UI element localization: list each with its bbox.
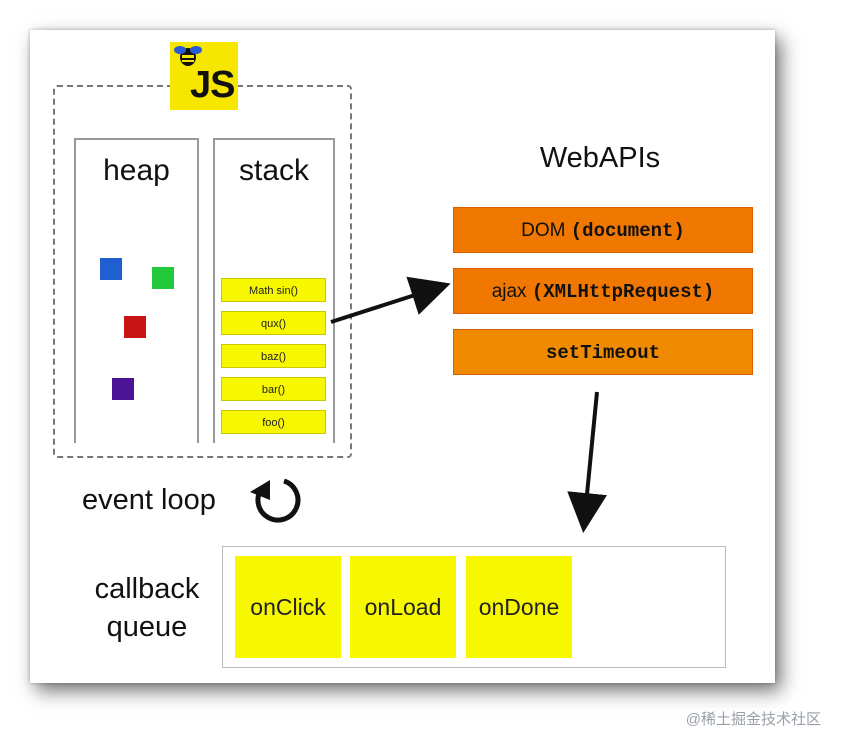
heap-object-red — [124, 316, 146, 338]
js-logo-text: JS — [190, 64, 235, 106]
callback-queue-label-line2: queue — [106, 611, 188, 643]
stack-frame: qux() — [221, 311, 326, 335]
stack-frame: foo() — [221, 410, 326, 434]
webapis-title: WebAPIs — [539, 142, 661, 174]
webapi-dom: DOM (document) — [453, 207, 753, 253]
stack-frame: Math sin() — [221, 278, 326, 302]
webapi-ajax-mono: (XMLHttpRequest) — [531, 281, 715, 303]
watermark: @稀土掘金技术社区 — [685, 711, 821, 728]
loop-icon — [250, 478, 301, 523]
heap-title: heap — [103, 154, 170, 187]
webapi-dom-label: DOM — [521, 220, 566, 241]
stack-frame: bar() — [221, 377, 326, 401]
webapi-ajax-label: ajax — [491, 281, 527, 302]
bee-icon — [174, 46, 202, 66]
stack-frame: baz() — [221, 344, 326, 368]
event-loop-label: event loop — [82, 484, 216, 516]
heap-object-blue — [100, 258, 122, 280]
heap-object-green — [152, 267, 174, 289]
js-logo: JS — [170, 42, 238, 110]
callback-queue-label-line1: callback — [94, 573, 200, 605]
callback-queue-label: callback queue — [82, 570, 212, 646]
webapi-to-queue-arrow — [567, 391, 608, 533]
callback-item: onLoad — [350, 556, 456, 658]
webapi-dom-mono: (document) — [570, 220, 685, 242]
callback-item: onDone — [466, 556, 572, 658]
webapi-ajax: ajax (XMLHttpRequest) — [453, 268, 753, 314]
webapi-settimeout: setTimeout — [453, 329, 753, 375]
heap-panel: heap — [74, 138, 199, 443]
heap-object-purple — [112, 378, 134, 400]
stack-to-webapi-arrow — [330, 276, 451, 324]
callback-item: onClick — [235, 556, 341, 658]
stack-title: stack — [238, 154, 310, 187]
